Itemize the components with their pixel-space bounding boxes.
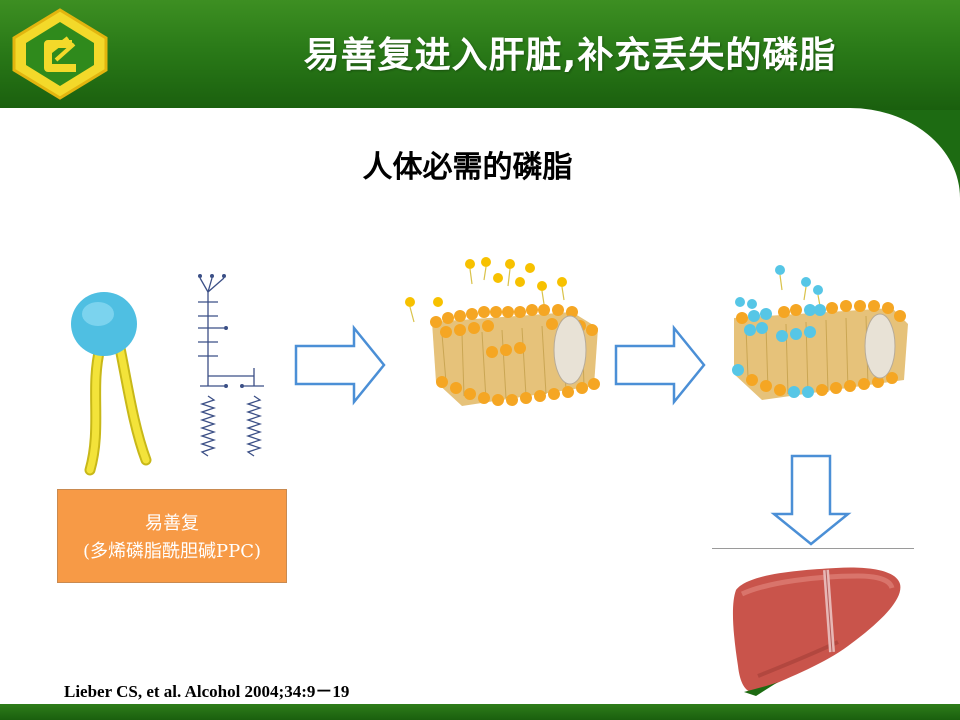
logo-icon xyxy=(12,8,108,100)
citation-text: Lieber CS, et al. Alcohol 2004;34:9－19 xyxy=(64,682,350,701)
liver-illustration xyxy=(732,567,901,696)
phospholipid-molecule-illustration xyxy=(71,292,152,476)
drug-label-box: 易善复 (多烯磷脂酰胆碱PPC) xyxy=(57,489,287,583)
arrow-right-icon xyxy=(614,324,706,406)
drug-generic-name: (多烯磷脂酰胆碱PPC) xyxy=(82,541,262,562)
damaged-membrane-illustration xyxy=(405,257,600,406)
page-title: 易善复进入肝脏,补充丢失的磷脂 xyxy=(303,35,837,76)
repaired-membrane-illustration xyxy=(732,265,908,400)
footer-bar xyxy=(0,704,960,720)
arrow-down-icon xyxy=(770,454,852,546)
divider-line xyxy=(712,548,914,549)
chemical-structure-formula xyxy=(198,274,264,457)
slide-subtitle: 人体必需的磷脂 xyxy=(362,150,573,185)
header-bar: 易善复进入肝脏,补充丢失的磷脂 xyxy=(0,0,960,110)
drug-name: 易善复 xyxy=(145,513,199,534)
arrow-right-icon xyxy=(294,324,386,406)
